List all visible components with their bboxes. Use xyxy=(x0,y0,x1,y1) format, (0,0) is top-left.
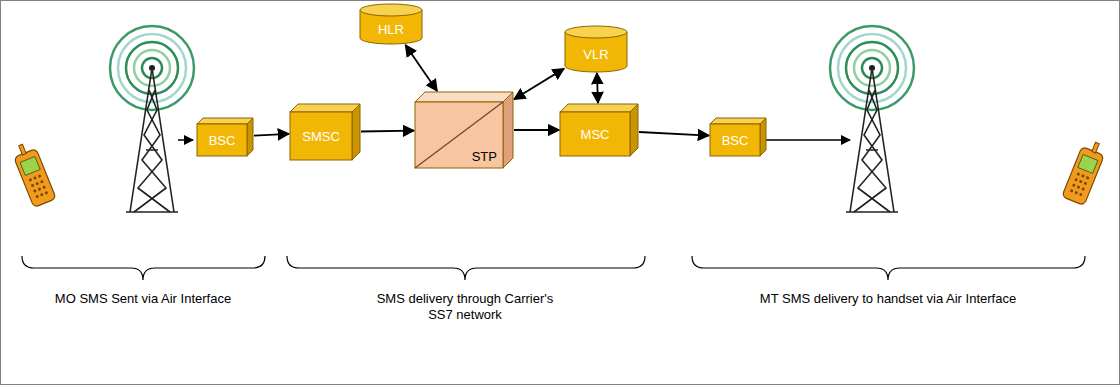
node-label: BSC xyxy=(722,133,749,148)
connector-arrow xyxy=(514,129,559,131)
section-caption: MT SMS delivery to handset via Air Inter… xyxy=(753,291,1023,307)
section-caption: SMS delivery through Carrier's SS7 netwo… xyxy=(365,291,565,324)
process-box: SMSC xyxy=(290,112,352,160)
section-caption: MO SMS Sent via Air Interface xyxy=(23,291,263,307)
node-label: STP xyxy=(472,149,497,164)
node-label: HLR xyxy=(378,22,404,37)
transfer-point-box: STP xyxy=(415,102,503,168)
node-label: BSC xyxy=(209,133,236,148)
database-cylinder: VLR xyxy=(565,26,627,72)
air-arrow xyxy=(178,139,193,141)
connector-arrow xyxy=(361,130,414,133)
node-label: MSC xyxy=(581,127,610,142)
process-box: MSC xyxy=(560,112,630,156)
process-box: BSC xyxy=(197,124,247,156)
radio-tower xyxy=(110,26,194,212)
process-box: BSC xyxy=(710,124,760,156)
node-label: VLR xyxy=(583,47,608,62)
connector-arrow xyxy=(597,73,598,103)
air-arrow xyxy=(762,139,850,141)
connector-arrow xyxy=(514,69,564,100)
handset-icon xyxy=(10,140,56,207)
handset-icon xyxy=(1062,138,1108,205)
database-cylinder: HLR xyxy=(360,4,422,44)
node-label: SMSC xyxy=(302,129,340,144)
radio-tower xyxy=(830,26,914,212)
connector-arrow xyxy=(405,45,437,91)
connector-arrow xyxy=(254,134,289,136)
brace xyxy=(22,256,1085,280)
connector-arrow xyxy=(639,132,709,136)
